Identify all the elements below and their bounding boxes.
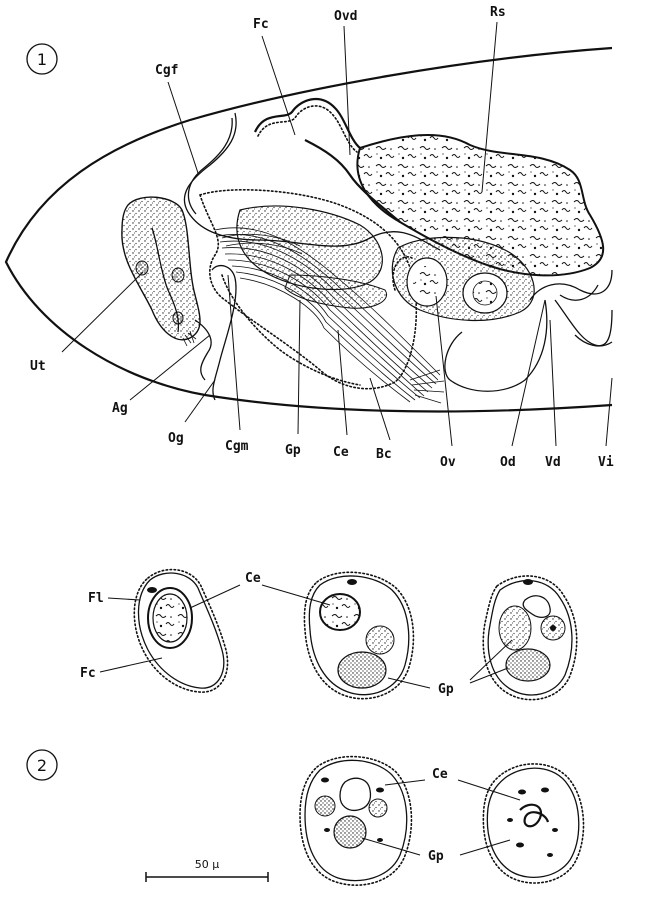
figure-2-number: 2 [26,749,58,781]
section-e-dot-5 [516,842,524,848]
body-outline [4,46,613,413]
labels-fig1: Fc Ovd Rs Cgf Ut Ag Og Cgm Gp Ce Bc Ov O… [30,5,614,470]
section-e-dot-2 [541,787,549,793]
label-gp: Gp [285,443,301,458]
label-ce-top: Ce [245,571,261,586]
section-e-dot-6 [547,853,553,857]
section-c-outline [487,579,573,696]
ovary-dashed-outline [392,256,413,291]
section-b-gp-2 [337,651,387,689]
vi-wall [559,284,613,347]
section-e-fringe [482,763,585,884]
cgf-wall-inner [187,117,233,215]
section-d-gp-2 [333,815,367,849]
label-ut: Ut [30,359,46,374]
oviduct-inner [257,105,358,153]
figure-2: 2 [26,568,585,886]
ag-wall [194,319,212,381]
section-c-cavity [522,595,551,619]
section-c-gp-1 [498,605,532,651]
section-b-nucleus [347,579,357,585]
inner-lobe [284,274,388,309]
label-od: Od [500,455,516,470]
section-e [482,763,585,884]
section-d [299,755,413,886]
label-cgm: Cgm [225,439,249,454]
cgm-dotted [221,274,361,386]
labels-fig2: Fl Fc Ce Gp Ce Gp [80,571,454,864]
figure-1: 1 [4,5,614,470]
label-ce-bottom: Ce [432,767,448,782]
uterus-egg-3 [172,311,184,325]
uterus [121,196,201,341]
ovary-oocyte-2-nucleus [472,280,498,306]
vd-lobe-inner [554,299,613,347]
uterus-egg-1 [135,260,149,276]
section-b [303,571,415,700]
cgf-wall [183,112,441,251]
label-fc-2: Fc [80,666,96,681]
section-c-gp-2-nucleus [550,625,556,631]
oviduct [253,97,361,149]
section-e-outline [486,767,580,878]
figure-2-number-text: 2 [37,756,47,775]
section-a-coil [152,593,188,643]
section-d-dot-4 [377,838,383,842]
label-vi: Vi [598,455,614,470]
label-ovd: Ovd [334,9,357,24]
label-gp-bottom: Gp [428,849,444,864]
seminal-receptacle [356,134,605,277]
label-fl: Fl [88,591,104,606]
ag-bristles [182,330,197,347]
section-b-outline [308,575,410,696]
section-b-coil [319,593,361,631]
bursa-capsule [198,189,418,390]
leader-lines-fig1 [61,21,613,447]
label-cgf: Cgf [155,63,178,78]
section-a-nucleus [147,587,157,593]
section-b-fringe [303,571,415,700]
section-d-dot-1 [321,777,329,783]
label-ce: Ce [333,445,349,460]
label-og: Og [168,431,184,446]
section-d-outline [304,759,408,882]
section-a [133,568,229,693]
section-c-fringe [482,575,578,701]
label-rs: Rs [490,5,506,20]
section-d-dot-3 [324,828,330,832]
female-canal [304,139,401,223]
vas-deferens-wall [529,269,613,301]
section-d-cavity [339,777,372,812]
section-a-fringe [133,568,229,693]
figure-1-number: 1 [26,43,58,75]
section-d-fringe [299,755,413,886]
section-d-dot-2 [376,787,384,793]
label-ag: Ag [112,401,128,416]
section-c-gp-3 [505,648,551,682]
section-d-gp-3 [368,798,388,818]
uterus-egg-2 [171,267,185,283]
vd-lobe [444,299,548,392]
label-fc: Fc [253,17,269,32]
label-vd: Vd [545,455,561,470]
label-ov: Ov [440,455,456,470]
section-a-coil-outer [147,587,193,649]
section-a-outline [137,572,225,689]
section-e-dot-3 [507,818,513,822]
section-e-dot-4 [552,828,558,832]
section-c-nucleus [523,579,533,585]
figure-1-number-text: 1 [37,50,47,69]
section-d-gp-1 [314,795,336,817]
ovary-oocyte-1-nucleus [413,266,441,298]
scale-bar-label: 50 μ [195,858,220,871]
section-c [482,575,578,701]
section-b-gp-1 [365,625,395,655]
section-e-knot [519,803,550,828]
scale-bar: 50 μ [145,858,269,882]
label-gp-top: Gp [438,682,454,697]
label-bc: Bc [376,447,392,462]
leader-lines-fig2 [99,584,521,856]
section-e-dot-1 [518,789,526,795]
